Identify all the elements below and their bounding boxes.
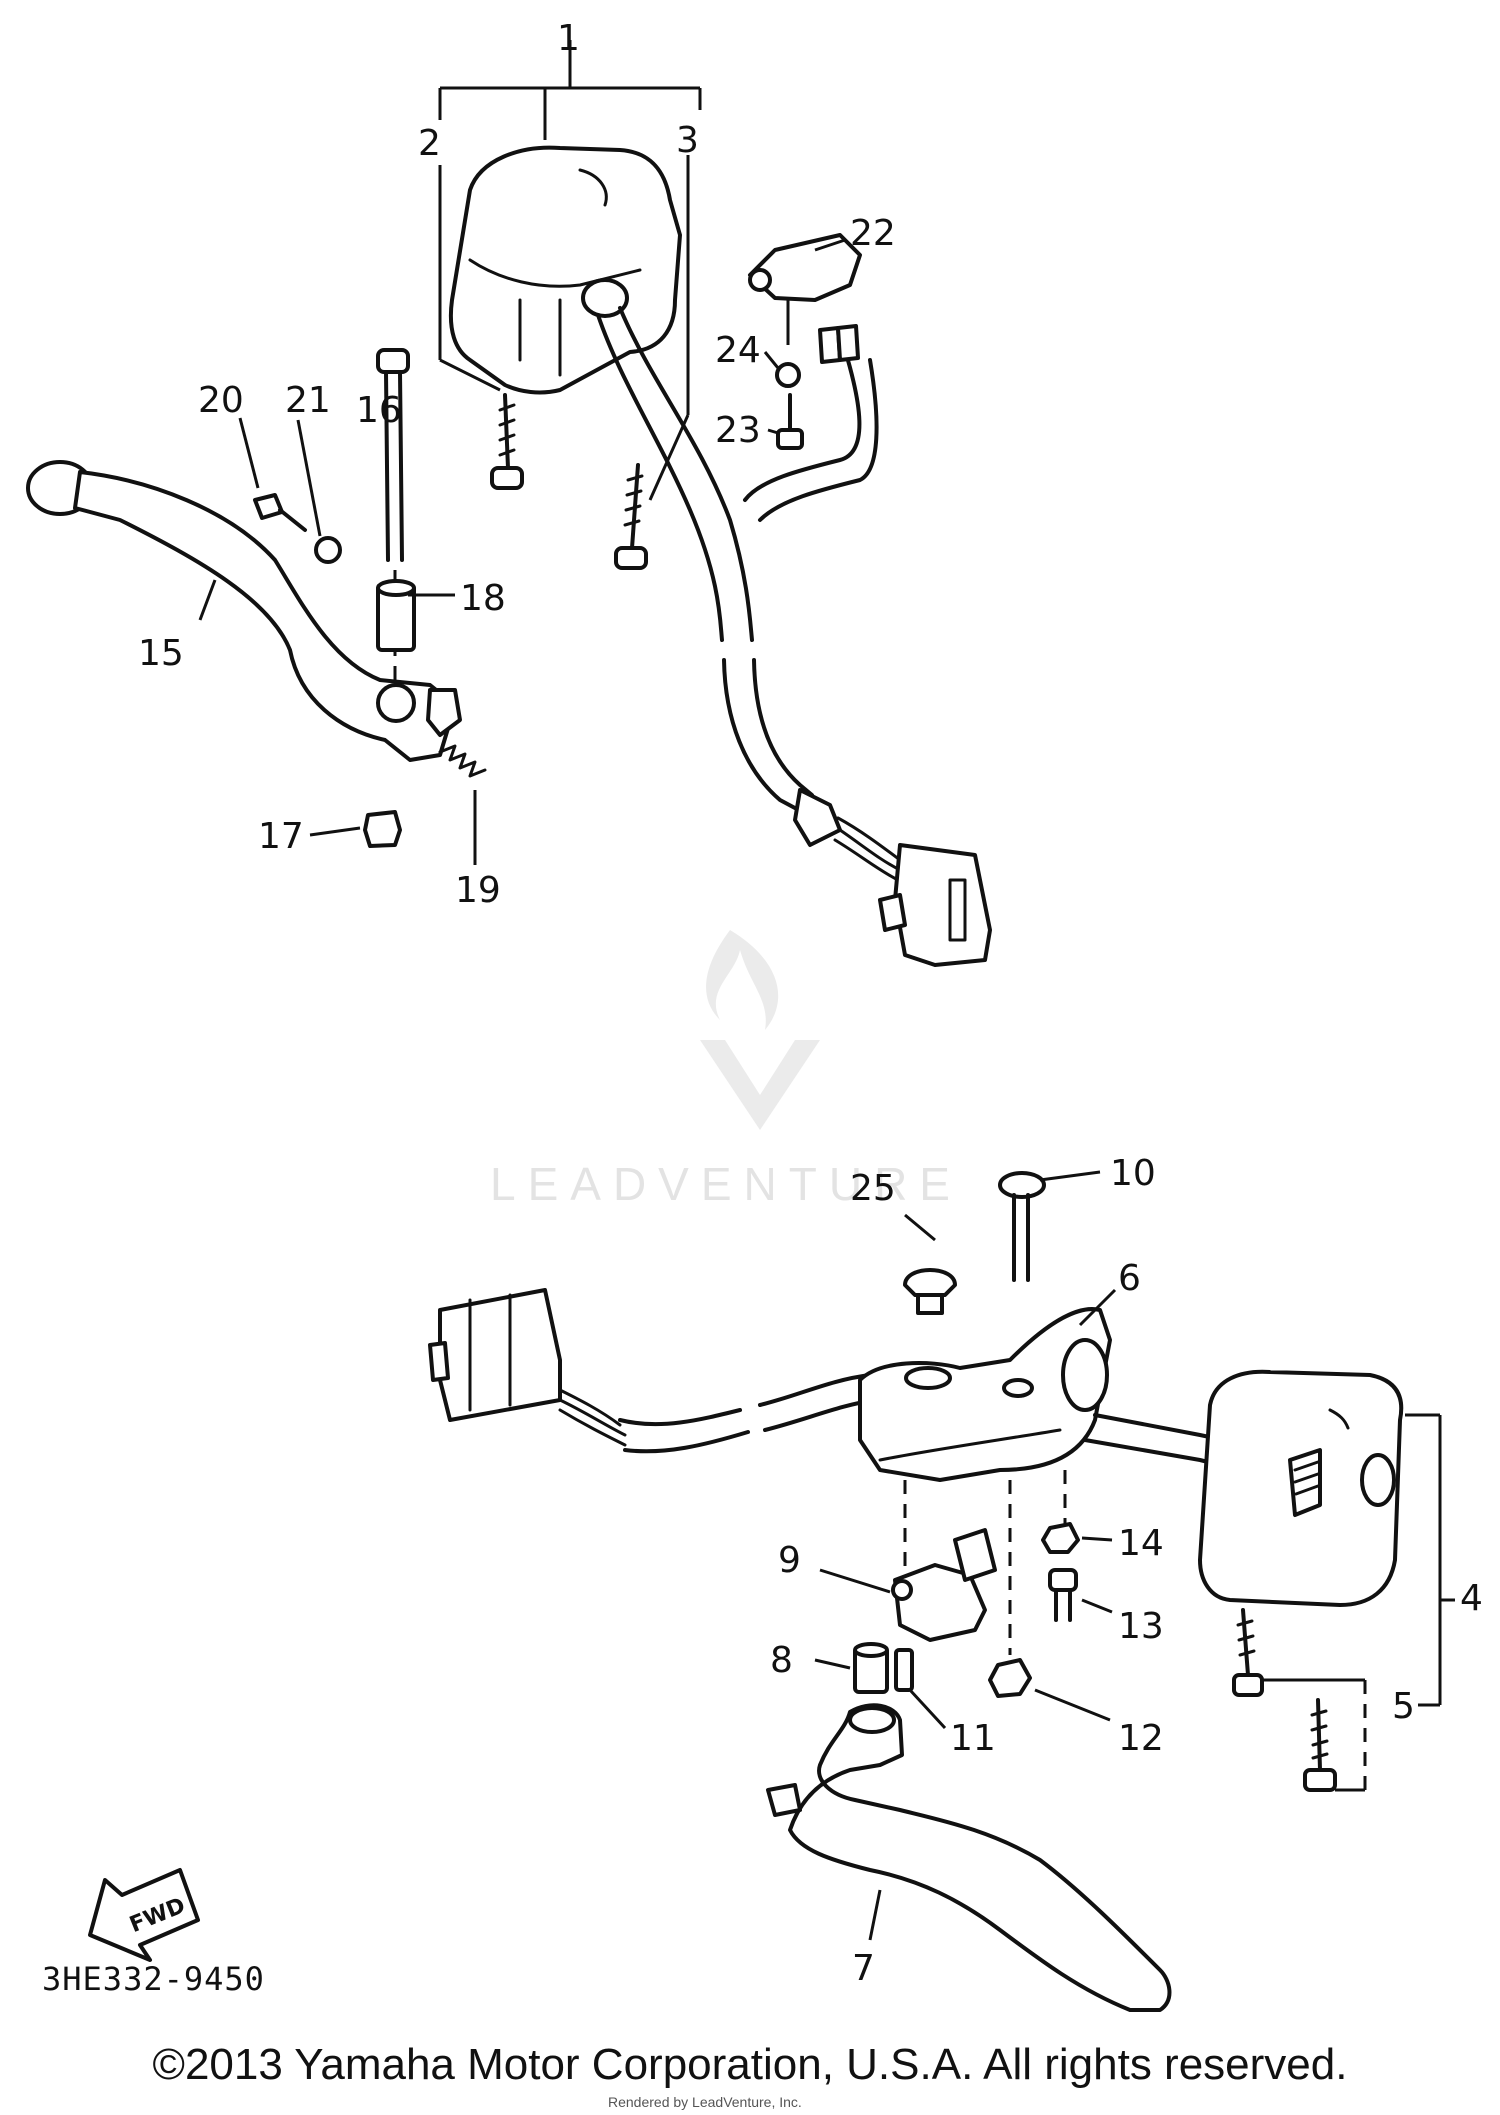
screw-part-10: [998, 1170, 1101, 1282]
callout-labels: 1 2 3 4 5 6 7 8 9 10 11 12 13 14 15 16 1…: [138, 18, 1483, 1989]
bolt-part-13: [1048, 1568, 1113, 1622]
washer-part-24: [775, 362, 801, 388]
screw-part-23: [776, 393, 804, 450]
leadventure-watermark: LEADVENTURE: [490, 930, 962, 1210]
callout-label-19: 19: [455, 870, 501, 911]
cap-part-25: [903, 1213, 957, 1315]
callout-label-3: 3: [676, 120, 699, 161]
callout-label-14: 14: [1118, 1523, 1164, 1564]
callout-label-21: 21: [285, 380, 331, 421]
callout-label-11: 11: [950, 1718, 996, 1759]
callout-label-2: 2: [418, 123, 441, 164]
fwd-arrow-badge: FWD: [88, 1868, 200, 1962]
screw-part-11: [894, 1648, 947, 1730]
callout-2-leader: [438, 165, 501, 392]
left-handlebar-switch: [448, 145, 682, 395]
callout-label-20: 20: [198, 380, 244, 421]
callout-label-10: 10: [1110, 1153, 1156, 1194]
diagram-code: 3HE332-9450: [42, 1960, 265, 1998]
callout-label-8: 8: [770, 1640, 793, 1681]
callout-label-6: 6: [1118, 1258, 1141, 1299]
callout-label-22: 22: [850, 213, 896, 254]
screw-part-3: [614, 463, 648, 570]
clutch-switch-part-22: [748, 233, 862, 364]
screw-part-2: [490, 393, 524, 490]
screw-part-5b: [1303, 1698, 1337, 1792]
spring-part-19: [438, 744, 487, 778]
callout-label-5: 5: [1392, 1686, 1415, 1727]
screw-part-5a: [1232, 1608, 1264, 1697]
callout-6-leader: [1078, 1288, 1117, 1327]
bolt-part-16: [376, 348, 410, 690]
collar-part-18: [376, 579, 416, 652]
nut-part-17: [363, 810, 402, 848]
callout-label-18: 18: [460, 578, 506, 619]
callout-label-13: 13: [1118, 1606, 1164, 1647]
callout-label-25: 25: [850, 1168, 896, 1209]
callout-4-5-leaders: [1260, 1413, 1455, 1792]
callout-label-24: 24: [715, 330, 761, 371]
copyright-notice: ©2013 Yamaha Motor Corporation, U.S.A. A…: [152, 2040, 1348, 2089]
collar-part-8: [814, 1642, 889, 1694]
callout-label-7: 7: [852, 1948, 875, 1989]
callout-label-12: 12: [1118, 1718, 1164, 1759]
clutch-lever-part-15: [26, 460, 462, 762]
brake-switch-part-9: [819, 1480, 997, 1642]
nut-part-12: [988, 1480, 1111, 1722]
brake-lever-part-7: [766, 1703, 1172, 2012]
upper-wire-harness: [596, 306, 992, 967]
right-handlebar-switch: [1198, 1369, 1404, 1607]
callout-label-4: 4: [1460, 1578, 1483, 1619]
render-credit: Rendered by LeadVenture, Inc.: [608, 2094, 802, 2110]
watermark-text: LEADVENTURE: [490, 1158, 962, 1210]
lower-wire-harness: [428, 1288, 877, 1454]
callout-label-9: 9: [778, 1540, 801, 1581]
callout-label-16: 16: [356, 390, 402, 431]
upper-callout-leaders: [198, 238, 846, 865]
callout-1-bracket: [438, 40, 702, 140]
bolt-part-20: [253, 493, 307, 532]
callout-label-15: 15: [138, 633, 184, 674]
callout-label-23: 23: [715, 410, 761, 451]
nut-part-14: [1041, 1522, 1113, 1554]
nut-part-21: [314, 536, 342, 564]
callout-label-17: 17: [258, 816, 304, 857]
callout-label-1: 1: [557, 18, 580, 59]
callout-3-leader: [648, 155, 690, 501]
